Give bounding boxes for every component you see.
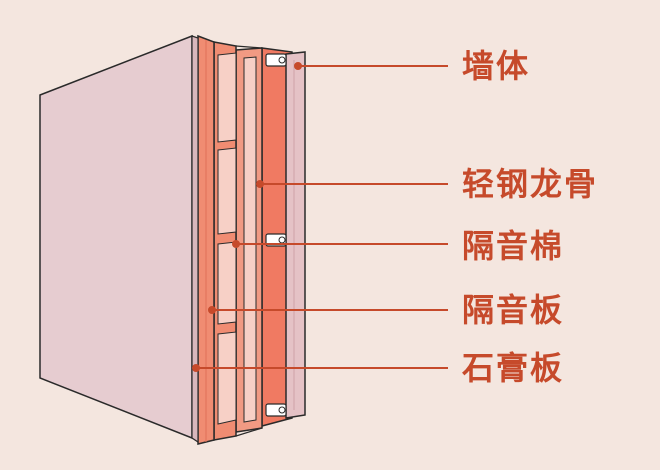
label-sound-cotton: 隔音棉	[462, 227, 565, 265]
steel-keel-layer	[235, 47, 287, 433]
label-sound-board: 隔音板	[462, 291, 565, 329]
label-steel-keel: 轻钢龙骨	[462, 165, 599, 203]
label-gypsum-board: 石膏板	[462, 349, 565, 387]
gypsum-board-layer	[39, 34, 199, 444]
leader-dot-wall	[294, 62, 302, 70]
leader-dot-sound-cotton	[232, 240, 240, 248]
sound-board-layer	[197, 34, 215, 445]
label-wall: 墙体	[462, 47, 531, 85]
leader-dot-steel-keel	[256, 180, 264, 188]
leader-lines	[192, 62, 448, 372]
leader-dot-gypsum-board	[192, 364, 200, 372]
leader-dot-sound-board	[208, 306, 216, 314]
sound-cotton-layer	[213, 41, 263, 441]
